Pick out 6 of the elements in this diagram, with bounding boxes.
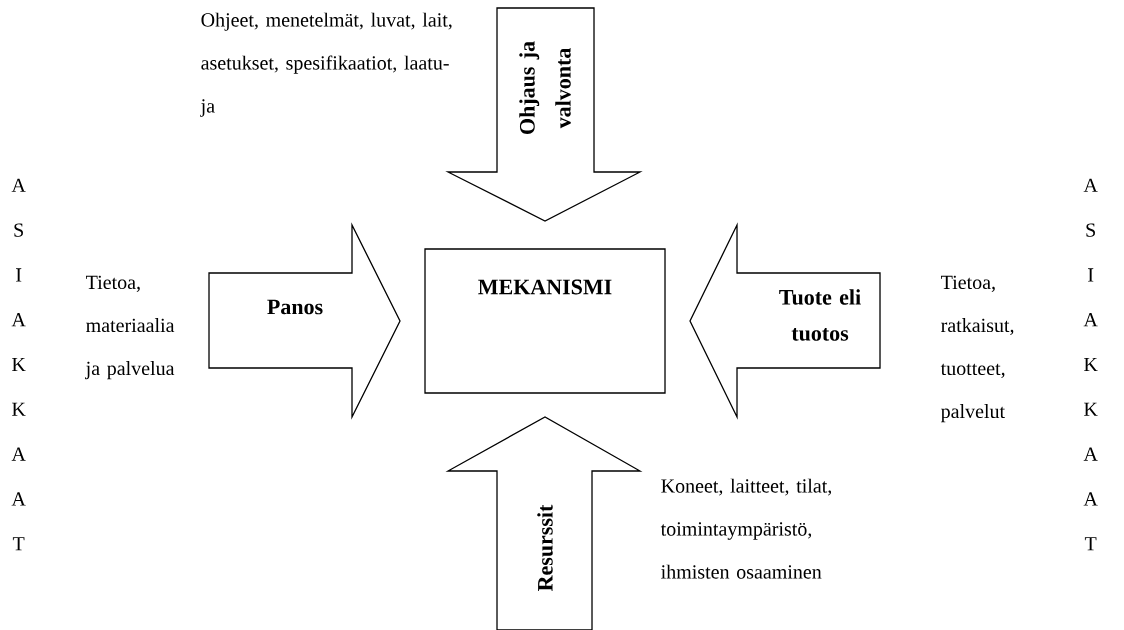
process-box: MEKANISMI: [424, 248, 666, 394]
note-text: Tietoa, materiaalia ja palvelua: [85, 275, 175, 380]
vertical-label: A S I A K K A A T: [1083, 178, 1098, 551]
note-text: Koneet, laitteet, tilat, toimintaympäristö, ihmisten osaaminen: [660, 478, 832, 579]
note-text: Tietoa, ratkaisut, tuotteet, palvelut: [940, 275, 1014, 423]
vertical-label: A S I A K K A A T: [11, 178, 26, 551]
